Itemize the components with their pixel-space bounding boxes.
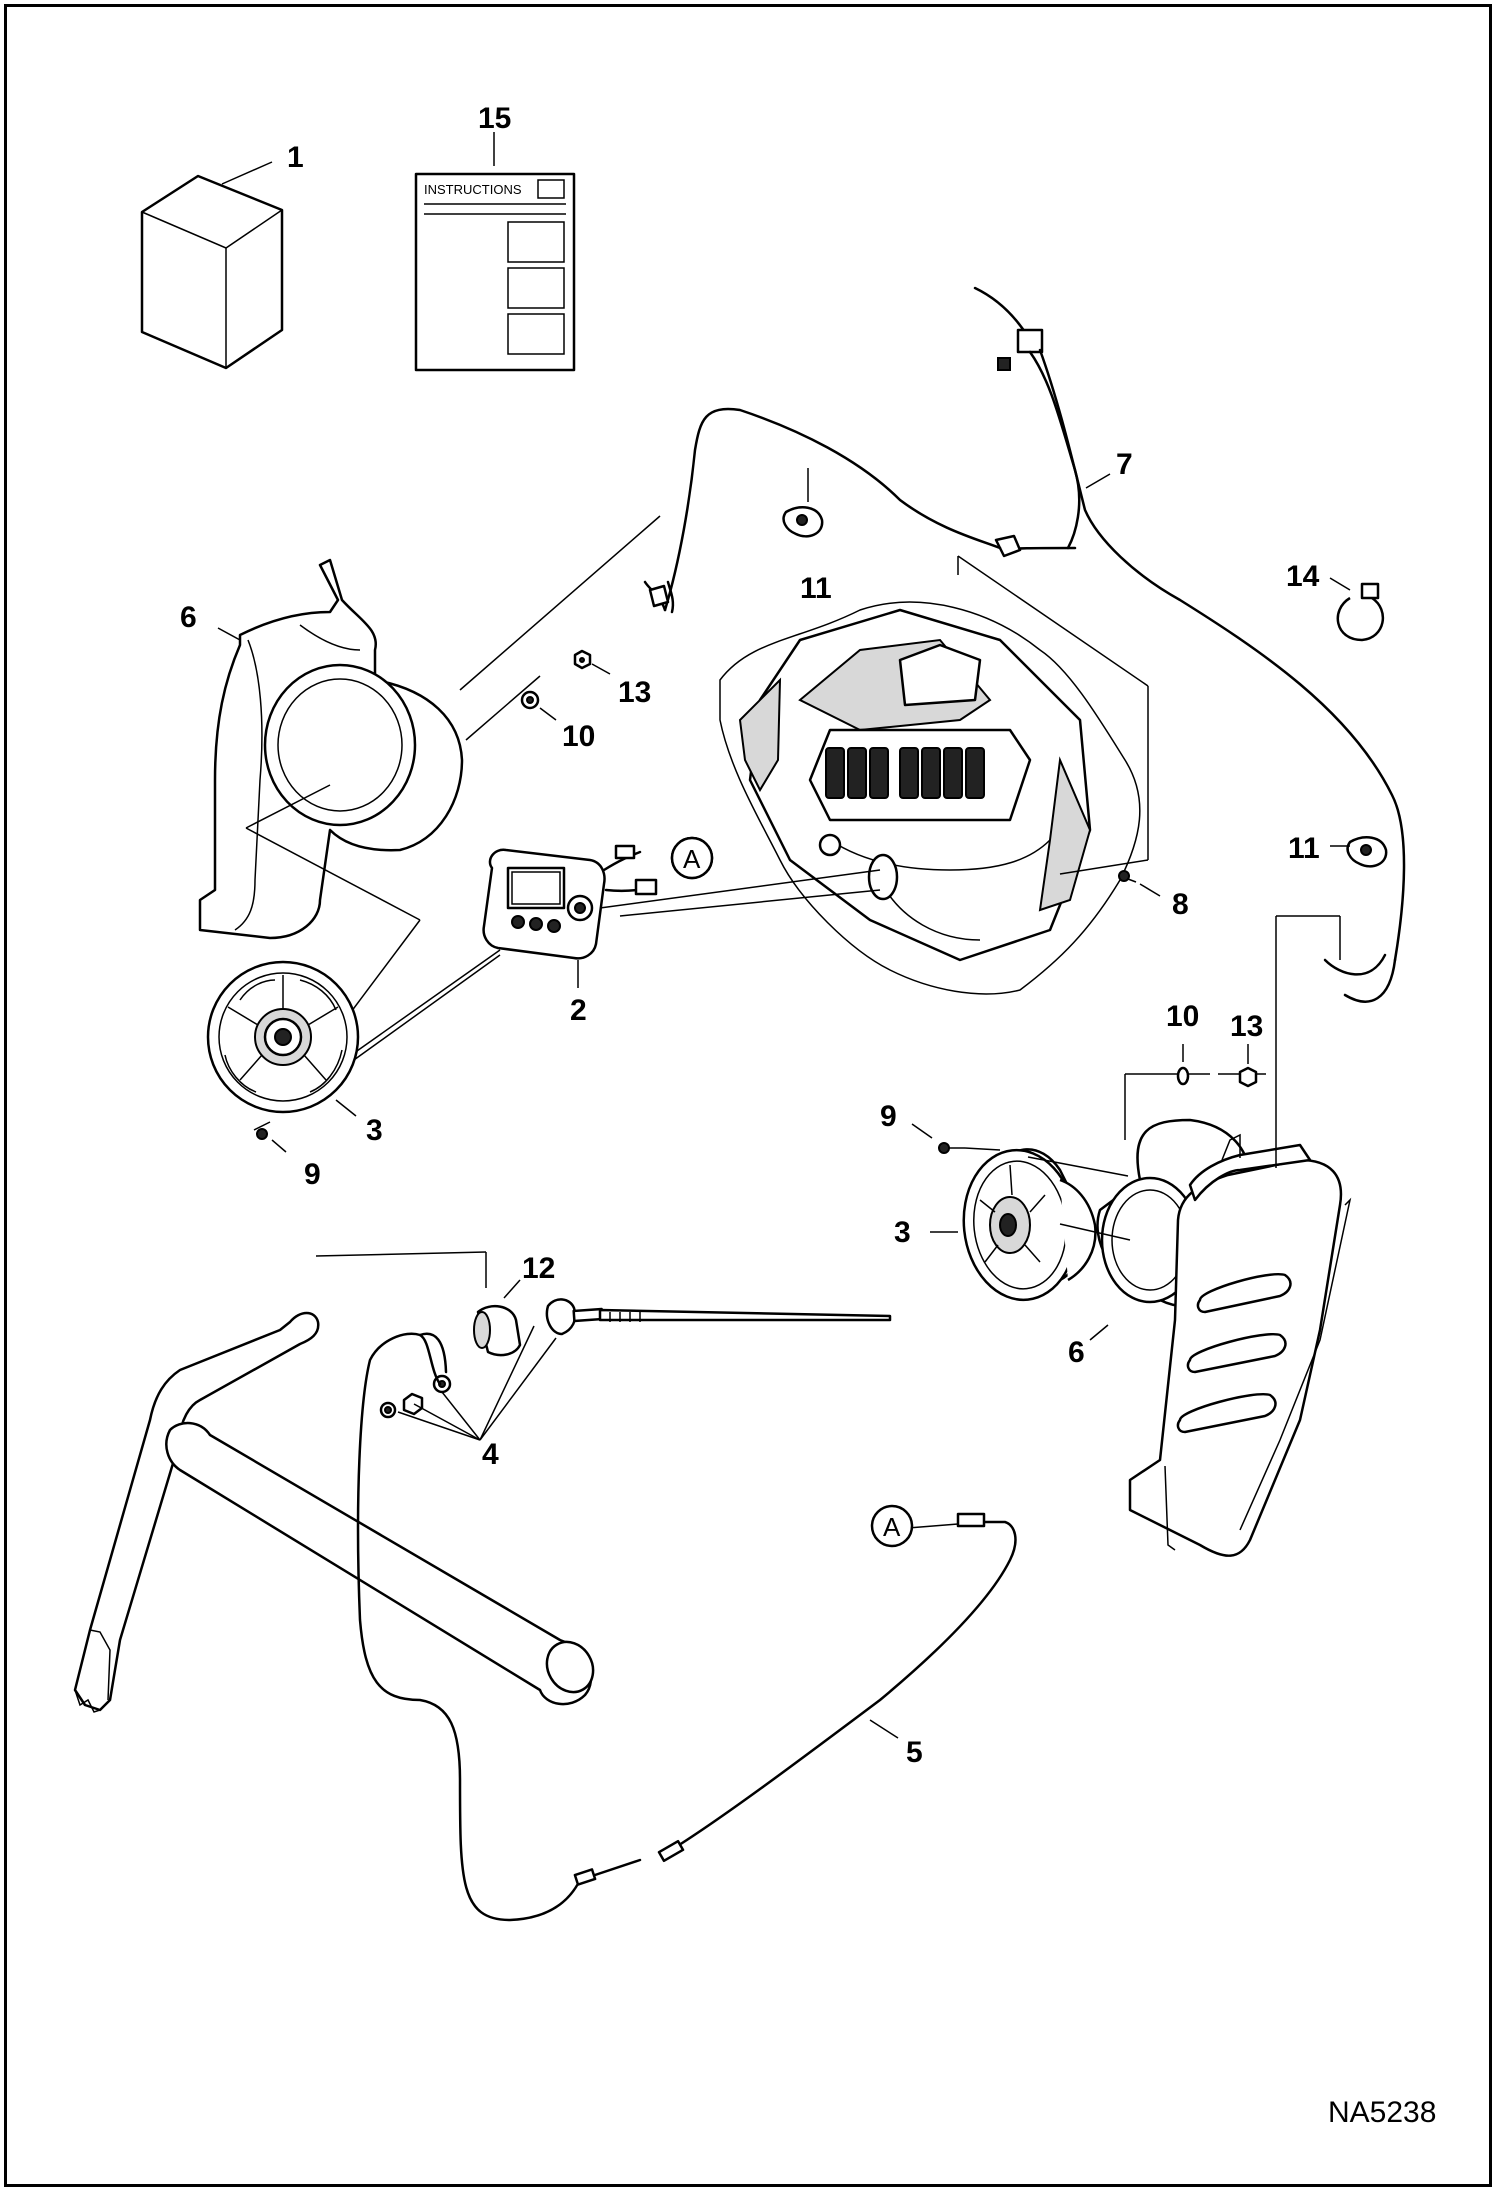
callout-11-upper: 11 <box>800 572 832 605</box>
cable-clip-part-11-upper <box>782 468 824 538</box>
callout-9-left: 9 <box>304 1158 321 1191</box>
diagram-frame <box>4 4 1492 2187</box>
nut-part-13-left <box>573 649 611 675</box>
connector-a-upper: A <box>670 836 714 880</box>
dash-console <box>719 601 1141 995</box>
callout-labels: 1 15 7 14 11 6 13 10 8 11 2 3 9 10 13 9 … <box>180 102 1320 1769</box>
screw-part-9-left <box>253 1121 287 1153</box>
instructions-heading: INSTRUCTIONS <box>424 182 522 197</box>
harness-part-7 <box>973 286 1406 1003</box>
speaker-left-part-3 <box>206 960 360 1117</box>
antenna-cable-part-5 <box>356 1332 1017 1922</box>
callout-13-left: 13 <box>618 676 651 709</box>
speaker-pod-right-part-6 <box>1089 915 1352 1557</box>
washer-part-10-right <box>1176 1044 1190 1086</box>
instructions-sheet-part-15: INSTRUCTIONS <box>414 132 576 372</box>
screw-part-9-right <box>911 1123 1001 1154</box>
callout-3-right: 3 <box>894 1216 911 1249</box>
callout-3-left: 3 <box>366 1114 383 1147</box>
callout-4: 4 <box>482 1438 499 1471</box>
antenna-part-4 <box>315 1251 892 1441</box>
callout-10-right: 10 <box>1166 1000 1199 1033</box>
callout-1: 1 <box>287 141 304 174</box>
cable-clip-part-11-right <box>1330 836 1388 868</box>
callout-11-right: 11 <box>1288 832 1320 865</box>
callout-7: 7 <box>1116 448 1133 481</box>
callout-6-right: 6 <box>1068 1336 1085 1369</box>
speaker-pod-left-part-6 <box>198 515 661 940</box>
cable-tie-part-14 <box>1329 577 1385 642</box>
antenna-mount-part-12 <box>473 1279 522 1357</box>
connector-a-label-lower: A <box>883 1512 901 1542</box>
screw-part-8 <box>1118 870 1161 897</box>
callout-15: 15 <box>478 102 511 135</box>
connector-a-label: A <box>683 844 701 874</box>
callout-13-right: 13 <box>1230 1010 1263 1043</box>
roll-bar <box>73 1311 595 1713</box>
callout-6-left: 6 <box>180 601 197 634</box>
callout-14: 14 <box>1286 560 1320 593</box>
speaker-right-part-3 <box>930 1148 1131 1302</box>
nut-part-13-right <box>1238 1044 1258 1088</box>
washer-part-10-left <box>520 690 557 721</box>
callout-10-left: 10 <box>562 720 595 753</box>
callout-2: 2 <box>570 994 587 1027</box>
callout-12: 12 <box>522 1252 555 1285</box>
callout-9-right: 9 <box>880 1100 897 1133</box>
drawing-code: NA5238 <box>1328 2096 1436 2129</box>
callout-8: 8 <box>1172 888 1189 921</box>
connector-a-lower: A <box>870 1504 914 1548</box>
speaker-wire-left <box>643 407 1002 614</box>
box-part-1 <box>140 161 284 370</box>
callout-5: 5 <box>906 1736 923 1769</box>
